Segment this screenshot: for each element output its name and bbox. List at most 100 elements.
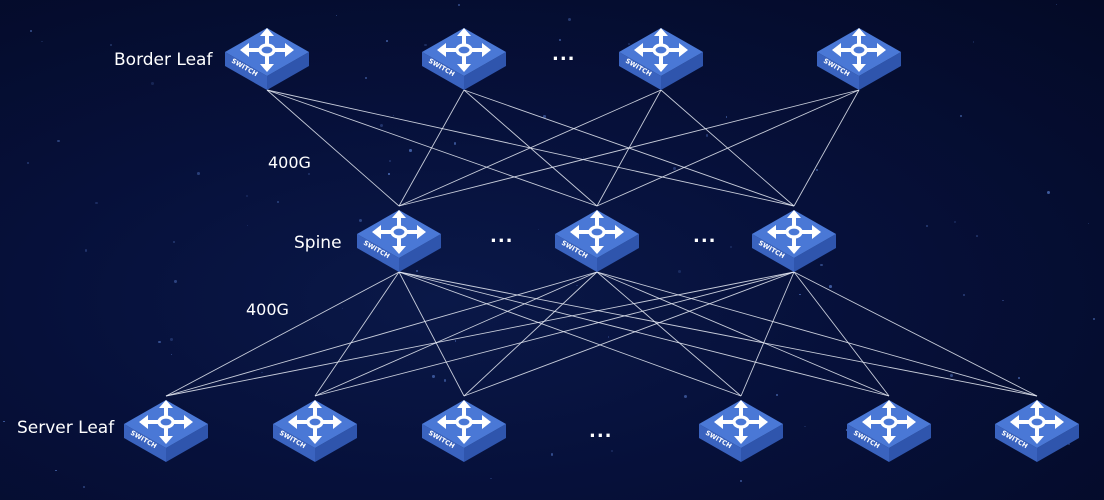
star-dot [576,284,578,287]
link-sp1-sl4 [398,271,742,397]
switch-icon-bl1: SWITCH [224,26,310,90]
star-dot [308,172,311,175]
star-dot [30,30,33,32]
star-dot [672,166,676,170]
ellipsis-server-leaf: ... [589,421,613,442]
star-dot [683,395,687,399]
star-dot [627,42,631,46]
star-dot [335,14,338,17]
star-dot [261,371,263,374]
link-sp1-sl5 [398,271,890,397]
star-dot [342,307,344,309]
link-sp1-sl1 [165,271,400,397]
star-dot [434,342,436,345]
star-dot [453,142,456,145]
star-dot [725,116,728,118]
star-dot [740,480,743,483]
star-dot [1018,376,1021,379]
star-dot [358,219,362,223]
switch-icon-sp2: SWITCH [554,208,640,272]
star-dot [537,229,539,231]
star-dot [432,375,435,378]
switch-icon-sp1: SWITCH [356,208,442,272]
star-dot [1002,299,1004,302]
star-dot [170,338,173,341]
star-dot [678,270,681,273]
star-dot [775,393,778,396]
star-dot [276,201,279,204]
star-dot [963,293,966,296]
star-dot [1055,3,1058,6]
star-dot [26,161,29,165]
switch-icon-bl2: SWITCH [421,26,507,90]
star-dot [705,133,709,137]
star-dot [610,450,613,453]
star-dot [409,149,412,152]
star-dot [972,41,974,43]
star-dot [388,173,390,175]
star-dot [953,220,956,223]
tier-label-server-leaf: Server Leaf [17,418,115,438]
star-dot [820,263,824,267]
link-sp2-sl3 [463,271,598,397]
star-dot [389,160,391,163]
star-dot [392,115,394,117]
star-dot [364,76,367,79]
link-bl2-sp1 [398,89,465,207]
star-dot [976,235,978,237]
switch-icon-sl5: SWITCH [846,398,932,462]
star-dot [83,486,86,489]
star-dot [949,373,953,377]
star-dot [3,420,5,423]
star-dot [55,469,57,471]
star-dot [41,40,43,43]
star-dot [804,425,806,427]
star-dot [925,225,928,228]
link-bl4-sp2 [596,89,860,207]
star-dot [172,241,175,244]
star-dot [57,139,60,142]
star-dot [729,245,732,248]
star-dot [109,44,113,47]
switch-icon-sl6: SWITCH [994,398,1080,462]
star-dot [815,168,818,171]
star-dot [380,123,384,127]
link-sp1-sl3 [398,271,465,397]
star-dot [424,43,427,46]
star-dot [95,201,98,205]
ellipsis-border-leaf: ... [552,44,576,65]
link-bl1-sp1 [266,89,400,207]
ellipsis-spine-1: ... [490,226,514,247]
star-dot [559,39,561,42]
link-sp3-sl5 [793,271,890,397]
switch-icon-sl3: SWITCH [421,398,507,462]
star-dot [416,269,419,272]
link-sp2-sl5 [596,271,890,397]
star-dot [1046,191,1050,195]
switch-icon-sl4: SWITCH [698,398,784,462]
tier-label-border-leaf: Border Leaf [114,50,213,70]
switch-icon-bl4: SWITCH [816,26,902,90]
switch-icon-sp3: SWITCH [751,208,837,272]
link-sp3-sl4 [740,271,795,397]
link-sp3-sl2 [314,271,795,397]
link-bl4-sp3 [793,89,860,207]
link-bl3-sp1 [398,89,662,207]
link-speed-label-upper: 400G [268,153,311,172]
link-sp3-sl6 [793,271,1038,397]
star-dot [386,39,389,42]
star-dot [582,157,584,159]
link-sp2-sl1 [165,271,598,397]
star-dot [246,195,249,197]
link-sp2-sl6 [596,271,1038,397]
star-dot [1067,442,1070,445]
star-dot [1092,317,1096,320]
star-dot [550,453,554,456]
link-sp2-sl4 [596,271,742,397]
switch-icon-sl2: SWITCH [272,398,358,462]
tier-label-spine: Spine [294,233,342,253]
star-dot [170,353,172,355]
star-dot [457,4,460,7]
